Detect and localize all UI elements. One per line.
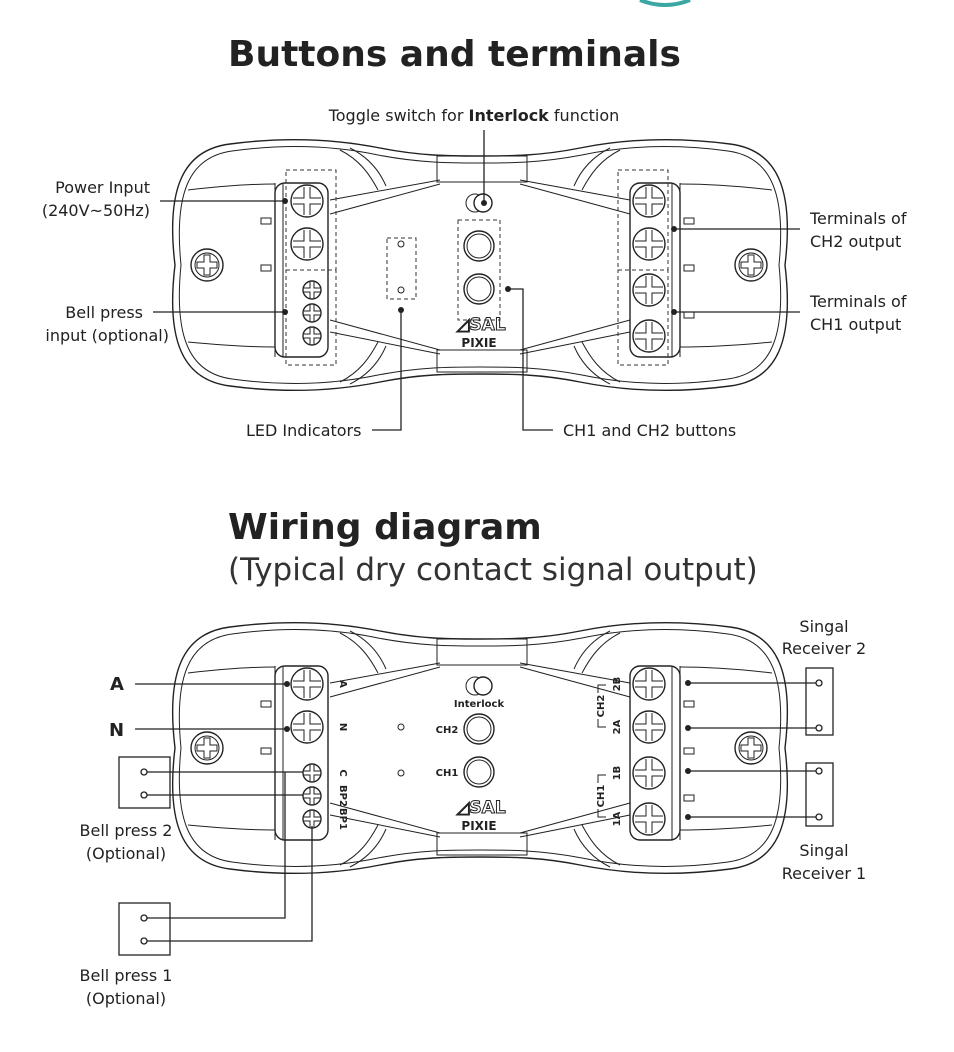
dashed-highlight-box <box>285 269 337 366</box>
mounting-screw-icon <box>190 731 224 765</box>
receiver-1-box <box>805 762 834 827</box>
terminal-screw-small <box>302 809 322 829</box>
ch2-terminals-label: Terminals of <box>809 209 907 228</box>
terminal-screw-small <box>302 763 322 783</box>
terminal-screw <box>632 319 666 353</box>
terminal-screw <box>632 184 666 218</box>
channel-group-label: CH1 <box>596 785 607 808</box>
bell-press-2-optional: (Optional) <box>86 844 166 863</box>
section2-subtitle: (Typical dry contact signal output) <box>228 552 758 588</box>
ch2-terminals-label-2: CH2 output <box>810 232 901 251</box>
channel-bracket <box>597 774 606 818</box>
mounting-screw-icon <box>734 731 768 765</box>
channel-button <box>463 713 495 745</box>
mounting-screw-icon <box>734 248 768 282</box>
terminal-label-c: C <box>337 769 348 776</box>
model-name: PIXIE <box>461 336 496 350</box>
bell-press-2-label: Bell press 2 <box>80 821 173 840</box>
led-indicator <box>397 769 405 777</box>
pixie-device-top <box>171 138 789 392</box>
terminal-screw <box>632 227 666 261</box>
terminal-screw-small <box>302 280 322 300</box>
terminal-screw <box>632 667 666 701</box>
receiver-2-box <box>805 667 834 736</box>
bell-press-1-label: Bell press 1 <box>80 966 173 985</box>
terminal-label-bp2: BP2 <box>337 785 348 807</box>
bell-press-2-box <box>118 756 171 809</box>
terminal-label-bp1: BP1 <box>337 808 348 830</box>
receiver-1-label: Singal <box>799 841 848 860</box>
terminal-screw <box>632 756 666 790</box>
terminal-screw <box>632 802 666 836</box>
brand-logo: ◿SAL <box>456 315 505 335</box>
bell-press-1-box <box>118 902 171 956</box>
dashed-highlight-box <box>617 269 669 366</box>
terminal-screw <box>290 667 324 701</box>
receiver-2-label-2: Receiver 2 <box>782 639 866 658</box>
terminal-label-1b: 1B <box>612 766 623 781</box>
neutral-label: N <box>109 720 124 741</box>
dashed-highlight-box <box>386 237 417 300</box>
brand-logo: ◿SAL <box>456 798 505 818</box>
dashed-highlight-box <box>457 219 501 321</box>
mounting-screw-icon <box>190 248 224 282</box>
power-input-label: Power Input <box>55 178 150 197</box>
bell-press-input-label: Bell press <box>65 303 143 322</box>
wiring: A N Bell press 2 (Optional) Bell press 1… <box>80 617 867 1008</box>
terminal-screw-small <box>302 326 322 346</box>
terminal-label-2b: 2B <box>612 677 623 692</box>
channel-button-inner <box>466 759 492 785</box>
bell-press-1-optional: (Optional) <box>86 989 166 1008</box>
led-indicator <box>397 286 405 294</box>
section1-title: Buttons and terminals <box>228 34 681 75</box>
terminal-label-a: A <box>337 680 348 688</box>
bell-press-input-label-2: input (optional) <box>45 326 169 345</box>
pixie-device-wiring <box>171 621 789 875</box>
toggle-knob <box>473 676 493 696</box>
ch1-terminals-label-2: CH1 output <box>810 315 901 334</box>
active-label: A <box>110 674 124 695</box>
terminal-screw <box>290 710 324 744</box>
terminal-screw <box>290 184 324 218</box>
channel-button <box>463 230 495 262</box>
interlock-label: Interlock <box>454 699 505 710</box>
toggle-switch-label: Toggle switch for Interlock function <box>328 106 620 125</box>
led-indicators-label: LED Indicators <box>246 421 361 440</box>
callouts-section1: Power Input (240V~50Hz) Bell press input… <box>42 130 907 440</box>
terminal-label-2a: 2A <box>612 719 623 734</box>
terminal-screw <box>290 227 324 261</box>
ch1-terminals-label: Terminals of <box>809 292 907 311</box>
receiver-1-label-2: Receiver 1 <box>782 864 866 883</box>
channel-button-inner <box>466 276 492 302</box>
channel-button-inner <box>466 233 492 259</box>
terminal-screw-small <box>302 303 322 323</box>
channel-bracket <box>597 684 606 728</box>
channel-button <box>463 273 495 305</box>
channel-button <box>463 756 495 788</box>
led-indicator <box>397 240 405 248</box>
channel-button-inner <box>466 716 492 742</box>
ch2-label: CH2 <box>436 725 459 736</box>
power-input-rating: (240V~50Hz) <box>42 201 150 220</box>
terminal-screw-small <box>302 786 322 806</box>
section2-title: Wiring diagram <box>228 507 542 548</box>
decorative-arc <box>639 0 691 7</box>
terminal-label-1a: 1A <box>612 811 623 826</box>
terminal-screw <box>632 710 666 744</box>
terminal-screw <box>632 273 666 307</box>
led-indicator <box>397 723 405 731</box>
terminal-label-n: N <box>337 723 348 731</box>
buttons-label: CH1 and CH2 buttons <box>563 421 736 440</box>
model-name: PIXIE <box>461 819 496 833</box>
channel-group-label: CH2 <box>596 695 607 718</box>
ch1-label: CH1 <box>436 768 459 779</box>
receiver-2-label: Singal <box>799 617 848 636</box>
